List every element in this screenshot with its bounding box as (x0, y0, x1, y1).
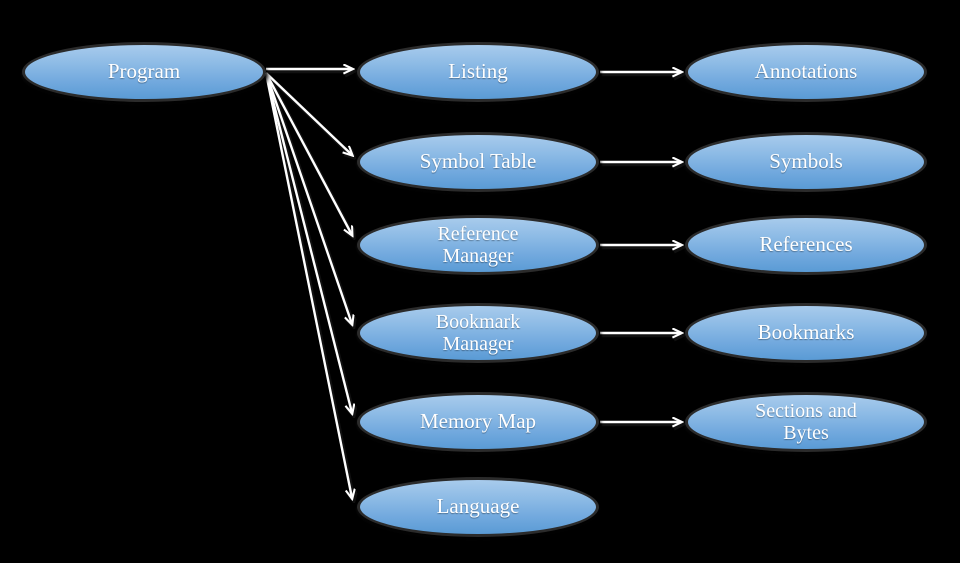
node-label-symbol-table: Symbol Table (419, 149, 537, 174)
node-label-listing: Listing (448, 59, 508, 84)
node-label-reference-manager: Reference Manager (437, 222, 519, 267)
edge-shadow (265, 74, 354, 237)
node-label-program: Program (107, 59, 181, 84)
edge-program-to-bookmark-manager (264, 72, 352, 324)
edge-shadow (265, 74, 354, 326)
node-bookmarks[interactable]: Bookmarks (685, 303, 927, 363)
edge-program-to-symbol-table (265, 72, 352, 155)
node-language[interactable]: Language (357, 477, 599, 537)
node-symbol-table[interactable]: Symbol Table (357, 132, 599, 192)
edge-program-to-memory-map (264, 72, 352, 413)
node-label-annotations: Annotations (754, 59, 858, 84)
node-symbols[interactable]: Symbols (685, 132, 927, 192)
edge-shadow (265, 74, 354, 415)
edge-program-to-language (264, 72, 352, 498)
node-references[interactable]: References (685, 215, 927, 275)
edge-shadow (265, 74, 354, 500)
node-listing[interactable]: Listing (357, 42, 599, 102)
node-label-sections-and-bytes: Sections and Bytes (755, 399, 857, 444)
node-memory-map[interactable]: Memory Map (357, 392, 599, 452)
node-label-symbols: Symbols (769, 149, 843, 174)
edge-shadow (266, 73, 354, 157)
node-reference-manager[interactable]: Reference Manager (357, 215, 599, 275)
node-label-bookmark-manager: Bookmark Manager (435, 310, 521, 355)
node-label-references: References (759, 232, 853, 257)
node-label-language: Language (436, 494, 520, 519)
node-annotations[interactable]: Annotations (685, 42, 927, 102)
node-sections-and-bytes[interactable]: Sections and Bytes (685, 392, 927, 452)
node-bookmark-manager[interactable]: Bookmark Manager (357, 303, 599, 363)
node-label-bookmarks: Bookmarks (757, 320, 855, 345)
edge-program-to-reference-manager (264, 72, 352, 235)
node-label-memory-map: Memory Map (419, 409, 537, 434)
node-program[interactable]: Program (22, 42, 266, 102)
